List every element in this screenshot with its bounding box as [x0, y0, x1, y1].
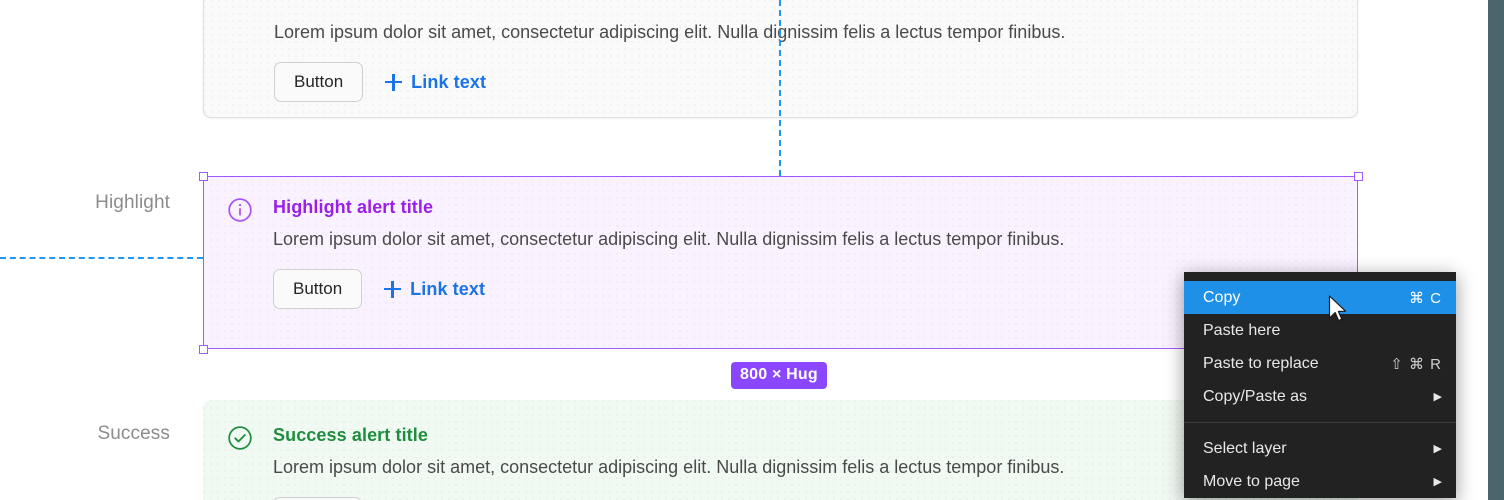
alert-title: Highlight alert title — [273, 197, 434, 217]
alert-card-highlight[interactable]: Highlight alert title Lorem ipsum dolor … — [203, 176, 1358, 349]
menu-item-label: Paste here — [1203, 321, 1281, 339]
menu-item-move-to-page[interactable]: Move to page ▶ — [1184, 465, 1456, 498]
alert-button[interactable]: Button — [274, 62, 364, 102]
alignment-guide-vertical — [779, 0, 781, 176]
alert-button[interactable]: Button — [273, 269, 363, 309]
size-badge: 800 × Hug — [731, 362, 827, 389]
alignment-guide-horizontal — [0, 257, 203, 259]
menu-item-label: Select layer — [1203, 439, 1287, 457]
menu-item-copy[interactable]: Copy ⌘ C — [1184, 281, 1456, 314]
plus-icon — [385, 73, 403, 91]
alert-description: Lorem ipsum dolor sit amet, consectetur … — [274, 22, 1066, 42]
menu-item-label: Copy — [1203, 288, 1241, 306]
menu-item-shortcut: ⌘ C — [1409, 289, 1442, 307]
row-label-success: Success — [97, 423, 170, 444]
submenu-arrow-icon: ▶ — [1433, 391, 1442, 403]
menu-item-select-layer[interactable]: Select layer ▶ — [1184, 432, 1456, 465]
info-circle-icon — [227, 197, 253, 223]
alert-link[interactable]: Link text — [385, 72, 486, 93]
alert-link[interactable]: Link text — [384, 279, 485, 300]
context-menu[interactable]: Copy ⌘ C Paste here Paste to replace ⇧ ⌘… — [1184, 272, 1456, 498]
submenu-arrow-icon: ▶ — [1433, 443, 1442, 455]
menu-item-label: Copy/Paste as — [1203, 387, 1308, 405]
row-label-highlight: Highlight — [95, 192, 170, 213]
menu-item-paste-here[interactable]: Paste here — [1184, 314, 1456, 347]
check-circle-icon — [227, 425, 253, 451]
alert-card-success[interactable]: Success alert title Lorem ipsum dolor si… — [203, 400, 1358, 500]
menu-item-label: Paste to replace — [1203, 354, 1319, 372]
alert-description: Lorem ipsum dolor sit amet, consectetur … — [273, 457, 1065, 477]
alert-link-label: Link text — [410, 278, 486, 299]
menu-separator — [1184, 422, 1456, 423]
menu-item-copy-paste-as[interactable]: Copy/Paste as ▶ — [1184, 380, 1456, 413]
menu-item-label: Move to page — [1203, 472, 1300, 490]
alert-title: Success alert title — [273, 425, 428, 445]
right-scroll-strip[interactable] — [1488, 0, 1504, 500]
alert-link-label: Link text — [411, 71, 487, 92]
menu-item-shortcut: ⇧ ⌘ R — [1390, 355, 1442, 373]
menu-item-paste-to-replace[interactable]: Paste to replace ⇧ ⌘ R — [1184, 347, 1456, 380]
alert-description: Lorem ipsum dolor sit amet, consectetur … — [273, 229, 1065, 249]
submenu-arrow-icon: ▶ — [1433, 476, 1442, 488]
plus-icon — [384, 280, 402, 298]
